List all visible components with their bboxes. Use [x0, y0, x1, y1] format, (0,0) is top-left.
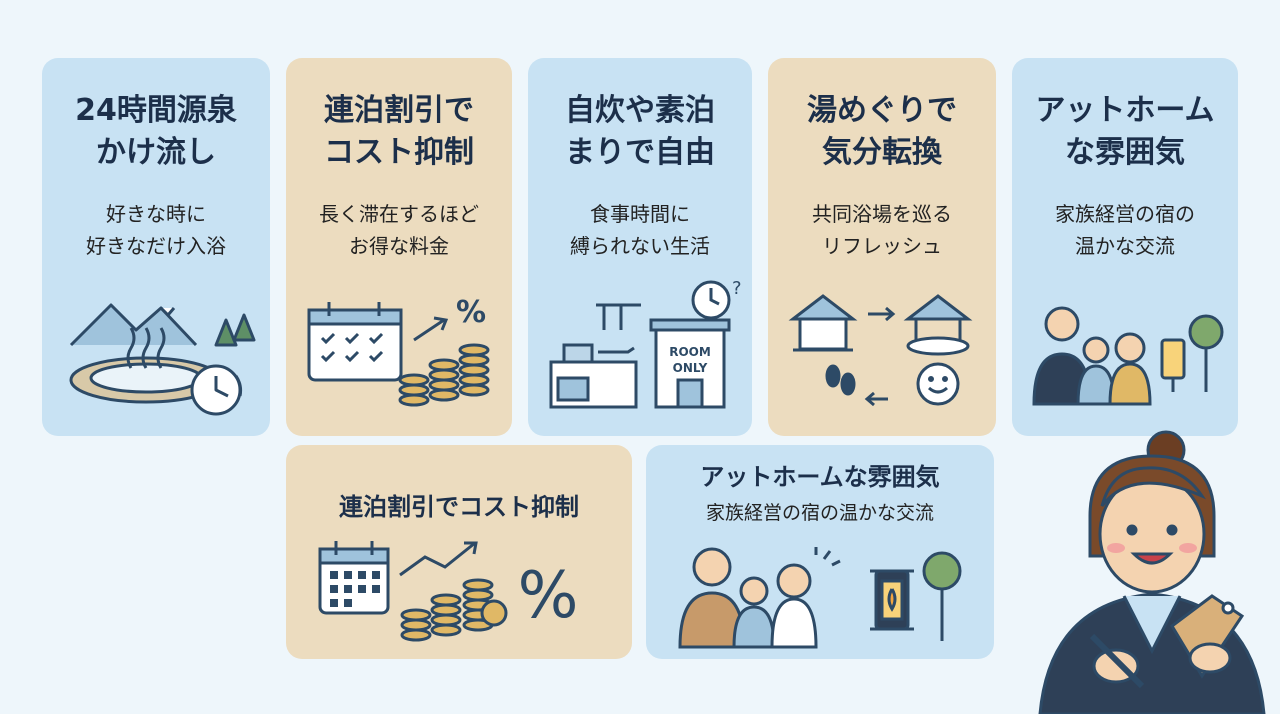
- card-title: 湯めぐりで 気分転換: [807, 93, 957, 170]
- question-label: ?: [732, 280, 742, 299]
- card-bath-hopping: 湯めぐりで 気分転換 共同浴場を巡る リフレッシュ: [768, 58, 996, 436]
- card-subtitle: 食事時間に 縛られない生活: [570, 202, 710, 258]
- card-subtitle: 好きな時に 好きなだけ入浴: [86, 202, 226, 258]
- kitchen-room-only-icon: ROOM ONLY ?: [549, 280, 742, 409]
- card-title: 連泊割引でコスト抑制: [339, 493, 579, 521]
- percent-label: %: [456, 295, 486, 330]
- family-lantern-icon: [1032, 306, 1224, 406]
- onsen-mountain-clock-icon: [69, 303, 256, 416]
- bathhouse-footsteps-icon: [788, 294, 973, 407]
- calendar-coins-icon: %: [307, 295, 490, 407]
- card-title: アットホーム な雰囲気: [1035, 93, 1215, 170]
- room-label: ROOM: [669, 345, 711, 359]
- card-self-catering: 自炊や素泊 まりで自由 食事時間に 縛られない生活 ROOM ONLY ?: [528, 58, 752, 436]
- card-subtitle: 共同浴場を巡る リフレッシュ: [812, 202, 952, 258]
- only-label: ONLY: [673, 361, 708, 375]
- card-homey-atmosphere-large: アットホームな雰囲気 家族経営の宿の温かな交流: [646, 445, 994, 659]
- family-lantern-large-icon: [678, 547, 962, 649]
- card-title: 24時間源泉 かけ流し: [75, 93, 237, 170]
- card-title: 自炊や素泊 まりで自由: [565, 93, 715, 170]
- card-long-stay-discount-large: 連泊割引でコスト抑制 %: [286, 445, 632, 659]
- card-hot-spring: 24時間源泉 かけ流し 好きな時に 好きなだけ入浴: [42, 58, 270, 436]
- card-title: 連泊割引で コスト抑制: [324, 93, 474, 170]
- card-subtitle: 家族経営の宿の 温かな交流: [1055, 202, 1195, 258]
- card-long-stay-discount: 連泊割引で コスト抑制 長く滞在するほど お得な料金 %: [286, 58, 512, 436]
- percent-large-label: %: [518, 559, 579, 633]
- innkeeper-character-illustration: [1038, 430, 1266, 714]
- card-subtitle: 長く滞在するほど お得な料金: [319, 202, 479, 258]
- card-homey-atmosphere: アットホーム な雰囲気 家族経営の宿の 温かな交流: [1012, 58, 1238, 436]
- card-title: アットホームな雰囲気: [700, 463, 940, 491]
- card-subtitle: 家族経営の宿の温かな交流: [705, 502, 934, 524]
- calendar-coins-percent-icon: %: [318, 541, 579, 642]
